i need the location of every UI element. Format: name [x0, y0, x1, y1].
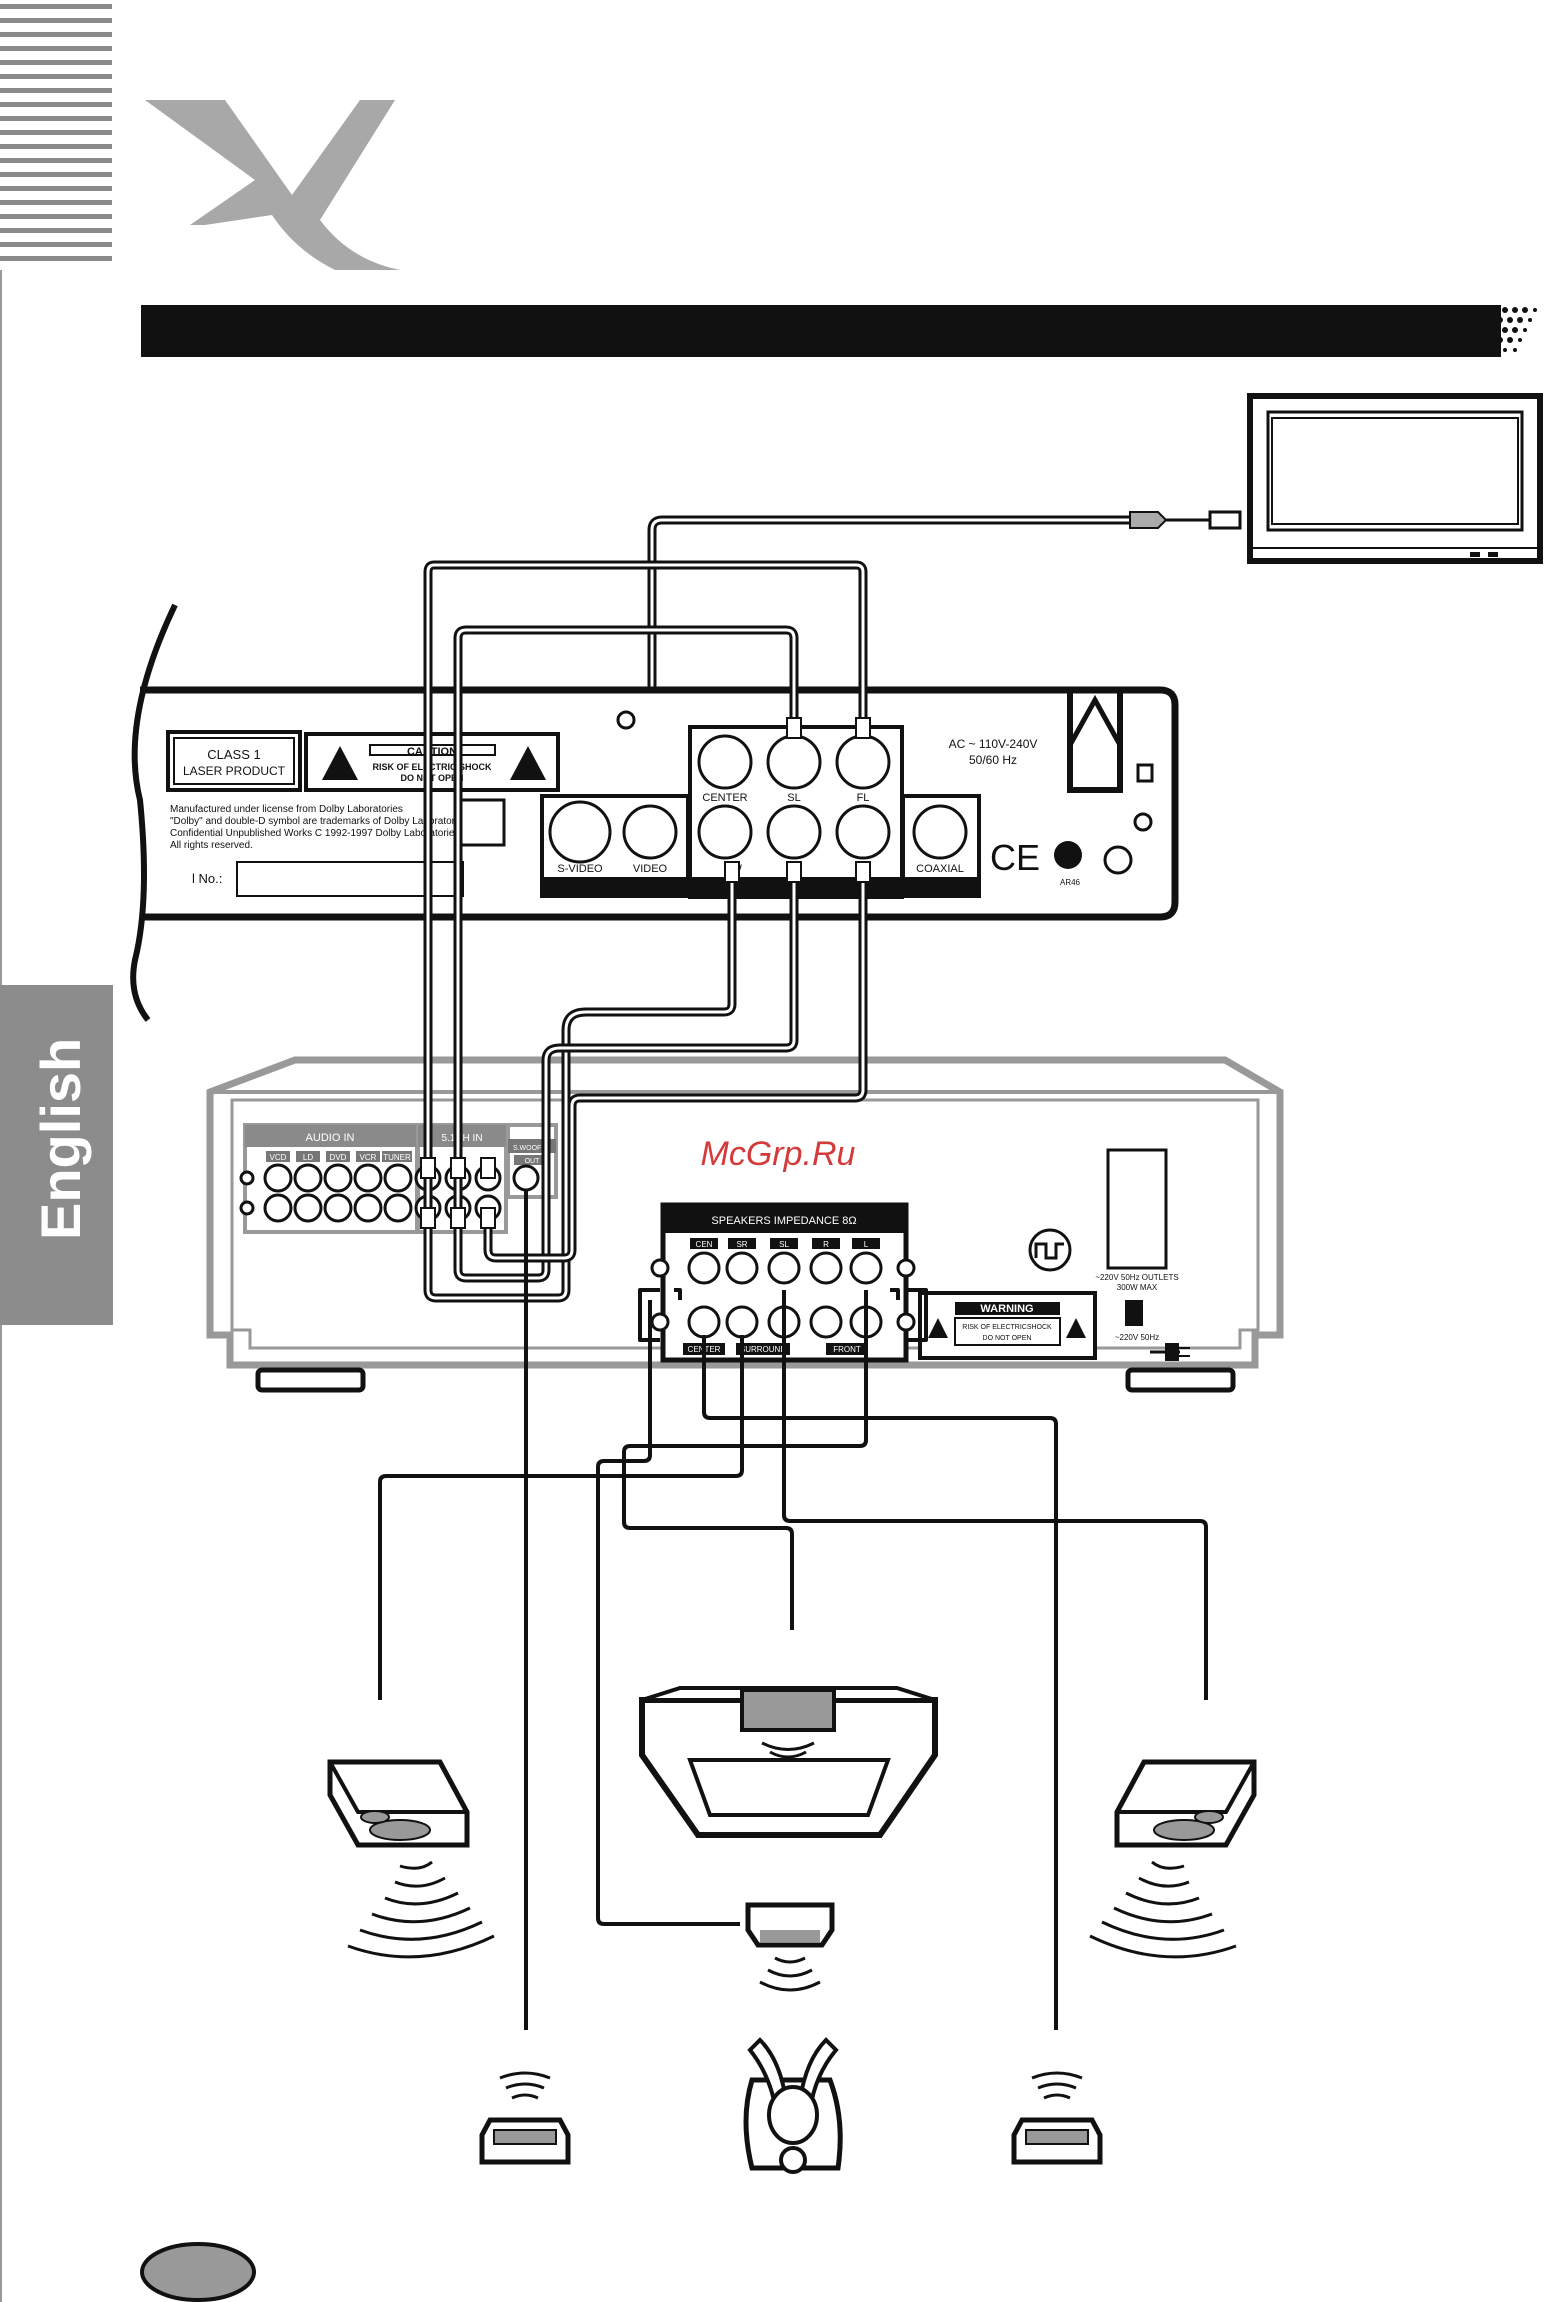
svg-text:VCR: VCR: [360, 1153, 377, 1162]
audio-in-label: AUDIO IN: [306, 1132, 355, 1144]
page-number-oval: [140, 2242, 256, 2302]
dolby-line4: All rights reserved.: [170, 840, 253, 851]
video-cable: [647, 510, 1242, 770]
class-label-line1: CLASS 1: [207, 747, 260, 762]
warning-triangle-icon: [1066, 1318, 1086, 1338]
jack-video-label: VIDEO: [633, 863, 668, 875]
ce-mark: CE: [990, 837, 1040, 878]
serial-label: l No.:: [192, 871, 222, 886]
dvd-rear-panel: CLASS 1 LASER PRODUCT CAUTION RISK OF EL…: [130, 603, 1179, 1022]
svg-text:L: L: [864, 1240, 869, 1249]
language-label: English: [29, 1038, 92, 1240]
speaker-terminal-labels: CEN SR SL R L: [690, 1238, 880, 1249]
speaker-icon: [1011, 2071, 1103, 2165]
listener-icon: [743, 2037, 843, 2174]
warning-triangle-icon: [510, 746, 546, 780]
speaker-group-front: FRONT: [833, 1345, 861, 1354]
power-line2: 50/60 Hz: [969, 753, 1017, 767]
brand-logo: [145, 100, 400, 270]
speakers-title: SPEAKERS IMPEDANCE 8Ω: [711, 1215, 856, 1227]
left-stripes: [0, 0, 112, 2302]
dolby-line2: "Dolby" and double-D symbol are trademar…: [170, 816, 468, 827]
warning-title: WARNING: [980, 1303, 1033, 1315]
outlet-line1: ~220V 50Hz OUTLETS: [1095, 1273, 1178, 1282]
power-line1: AC ~ 110V-240V: [949, 737, 1038, 751]
svg-text:VCD: VCD: [270, 1153, 287, 1162]
dolby-line1: Manufactured under license from Dolby La…: [170, 804, 403, 815]
speaker-icon: [745, 1902, 835, 1992]
dolby-line3: Confidential Unpublished Works C 1992-19…: [170, 828, 481, 839]
speaker-wires: [378, 1190, 1208, 2030]
speaker-icon: [327, 1759, 495, 1959]
jack-center-label: CENTER: [702, 792, 747, 804]
svg-text:R: R: [823, 1240, 829, 1249]
jack-sl-label: SL: [787, 792, 800, 804]
amplifier-rear-panel: AUDIO IN VCD LD DVD VCR TUNER 5.1CH IN S…: [206, 1056, 1284, 1393]
warning-line2: DO NOT OPEN: [983, 1335, 1032, 1342]
svg-text:LD: LD: [303, 1153, 313, 1162]
title-bar: [141, 305, 1537, 357]
speaker-icon: [479, 2071, 571, 2165]
class-label-line2: LASER PRODUCT: [183, 764, 286, 778]
warning-line1: RISK OF ELECTRICSHOCK: [962, 1324, 1052, 1331]
speaker-icon: [639, 1686, 938, 1838]
tv-icon: [1247, 393, 1543, 564]
svg-text:SL: SL: [779, 1240, 789, 1249]
svg-text:TUNER: TUNER: [383, 1153, 411, 1162]
pct-code: AR46: [1060, 878, 1081, 887]
audio-cables: [420, 560, 871, 1303]
svg-text:CEN: CEN: [696, 1240, 713, 1249]
subwoofer-label: S.WOOFER: [513, 1145, 551, 1152]
speaker-icon: [1089, 1759, 1257, 1959]
watermark: McGrp.Ru: [701, 1135, 856, 1173]
audio-in-labels: VCD LD DVD VCR TUNER: [266, 1151, 412, 1162]
speaker-group-surround: SURROUND: [740, 1345, 786, 1354]
jack-fl-label: FL: [857, 792, 870, 804]
svg-text:DVD: DVD: [330, 1153, 347, 1162]
jack-svideo-label: S-VIDEO: [557, 863, 603, 875]
warning-triangle-icon: [928, 1318, 948, 1338]
subwoofer-out-label: OUT: [525, 1158, 541, 1165]
language-tab: English: [0, 985, 113, 1325]
power-in-label: ~220V 50Hz: [1115, 1333, 1159, 1342]
svg-text:SR: SR: [736, 1240, 747, 1249]
warning-triangle-icon: [322, 746, 358, 780]
outlet-line2: 300W MAX: [1117, 1283, 1158, 1292]
jack-coaxial-label: COAXIAL: [916, 863, 964, 875]
